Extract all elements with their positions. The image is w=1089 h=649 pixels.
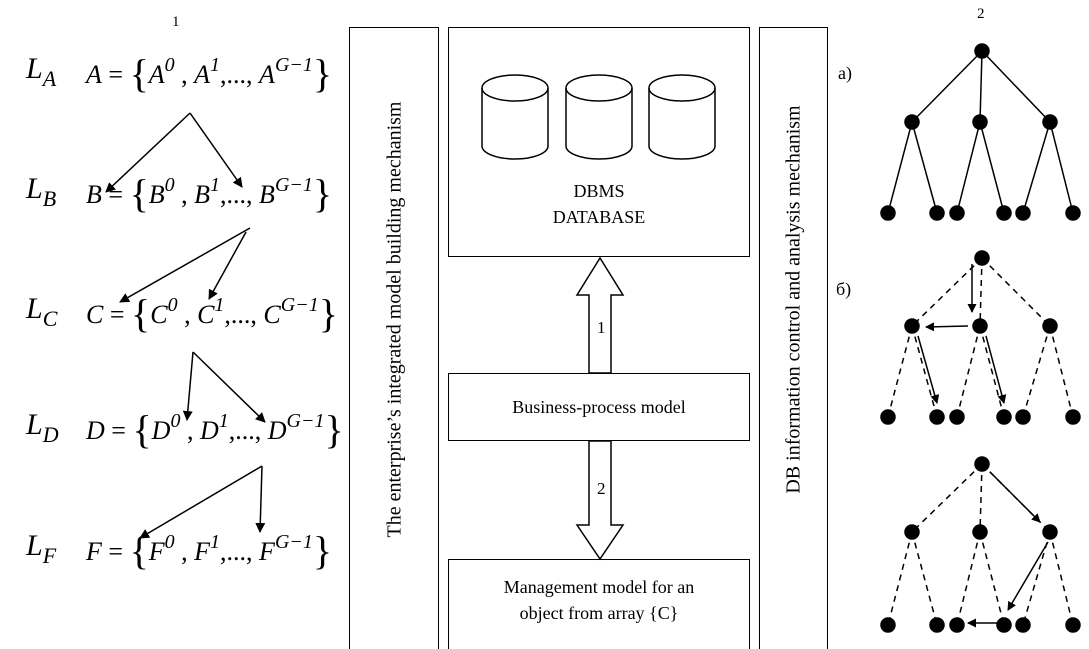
management-model-line1: Management model for an <box>503 577 695 597</box>
database-label: DATABASE <box>552 207 646 227</box>
integrated-model-panel: The enterprise’s integrated model buildi… <box>349 27 439 649</box>
level-set: B = {B0 , B1,..., BG−1} <box>86 171 333 216</box>
set-arrows <box>105 112 266 539</box>
arrow-1-label: 1 <box>597 318 606 337</box>
management-model-box: Management model for an object from arra… <box>448 559 750 649</box>
integrated-model-panel-label: The enterprise’s integrated model buildi… <box>383 101 406 538</box>
up-arrow-1 <box>575 256 625 374</box>
tree-b1 <box>880 250 1081 425</box>
arrow-b-to-c0 <box>119 227 251 303</box>
section-label-1: 1 <box>172 14 180 30</box>
arrow-b-to-c1 <box>208 231 247 300</box>
level-label: LC <box>26 292 58 331</box>
level-label: LB <box>26 172 57 211</box>
tree-a <box>880 43 1081 221</box>
level-set: C = {C0 , C1,..., CG−1} <box>86 291 338 336</box>
hierarchy-trees <box>880 43 1081 633</box>
db-control-panel: DB information control and analysis mech… <box>759 27 828 649</box>
section-label-2: 2 <box>977 6 985 22</box>
management-model-line2: object from array {C} <box>519 603 679 623</box>
database-cylinder-2-icon <box>565 74 633 160</box>
tree-b-label: б) <box>836 279 852 299</box>
tree-b2 <box>880 456 1081 633</box>
arrow-d-to-f1 <box>255 465 266 533</box>
arrow-d-to-f0 <box>139 465 263 539</box>
database-cylinder-1-icon <box>481 74 549 160</box>
level-set: D = {D0 , D1,..., DG−1} <box>86 407 344 452</box>
level-set: A = {A0 , A1,..., AG−1} <box>86 51 333 96</box>
dbms-label: DBMS <box>573 181 625 201</box>
level-label: LA <box>26 52 57 91</box>
database-cylinders <box>481 74 716 160</box>
arrow-c-to-d1 <box>192 351 266 423</box>
db-control-panel-label: DB information control and analysis mech… <box>782 105 805 494</box>
block-arrows <box>575 256 625 561</box>
level-set: F = {F0 , F1,..., FG−1} <box>86 528 333 573</box>
arrow-c-to-d0 <box>182 351 194 421</box>
business-process-label: Business-process model <box>512 397 686 417</box>
level-label: LF <box>26 529 57 568</box>
arrow-a-to-b0 <box>105 112 191 193</box>
level-label: LD <box>26 408 59 447</box>
tree-a-label: a) <box>838 63 852 83</box>
business-process-box: Business-process model <box>448 373 750 441</box>
down-arrow-2 <box>575 440 625 561</box>
arrow-2-label: 2 <box>597 479 606 498</box>
database-box: DBMS DATABASE <box>448 27 750 257</box>
database-cylinder-3-icon <box>648 74 716 160</box>
arrow-a-to-b1 <box>189 112 243 188</box>
